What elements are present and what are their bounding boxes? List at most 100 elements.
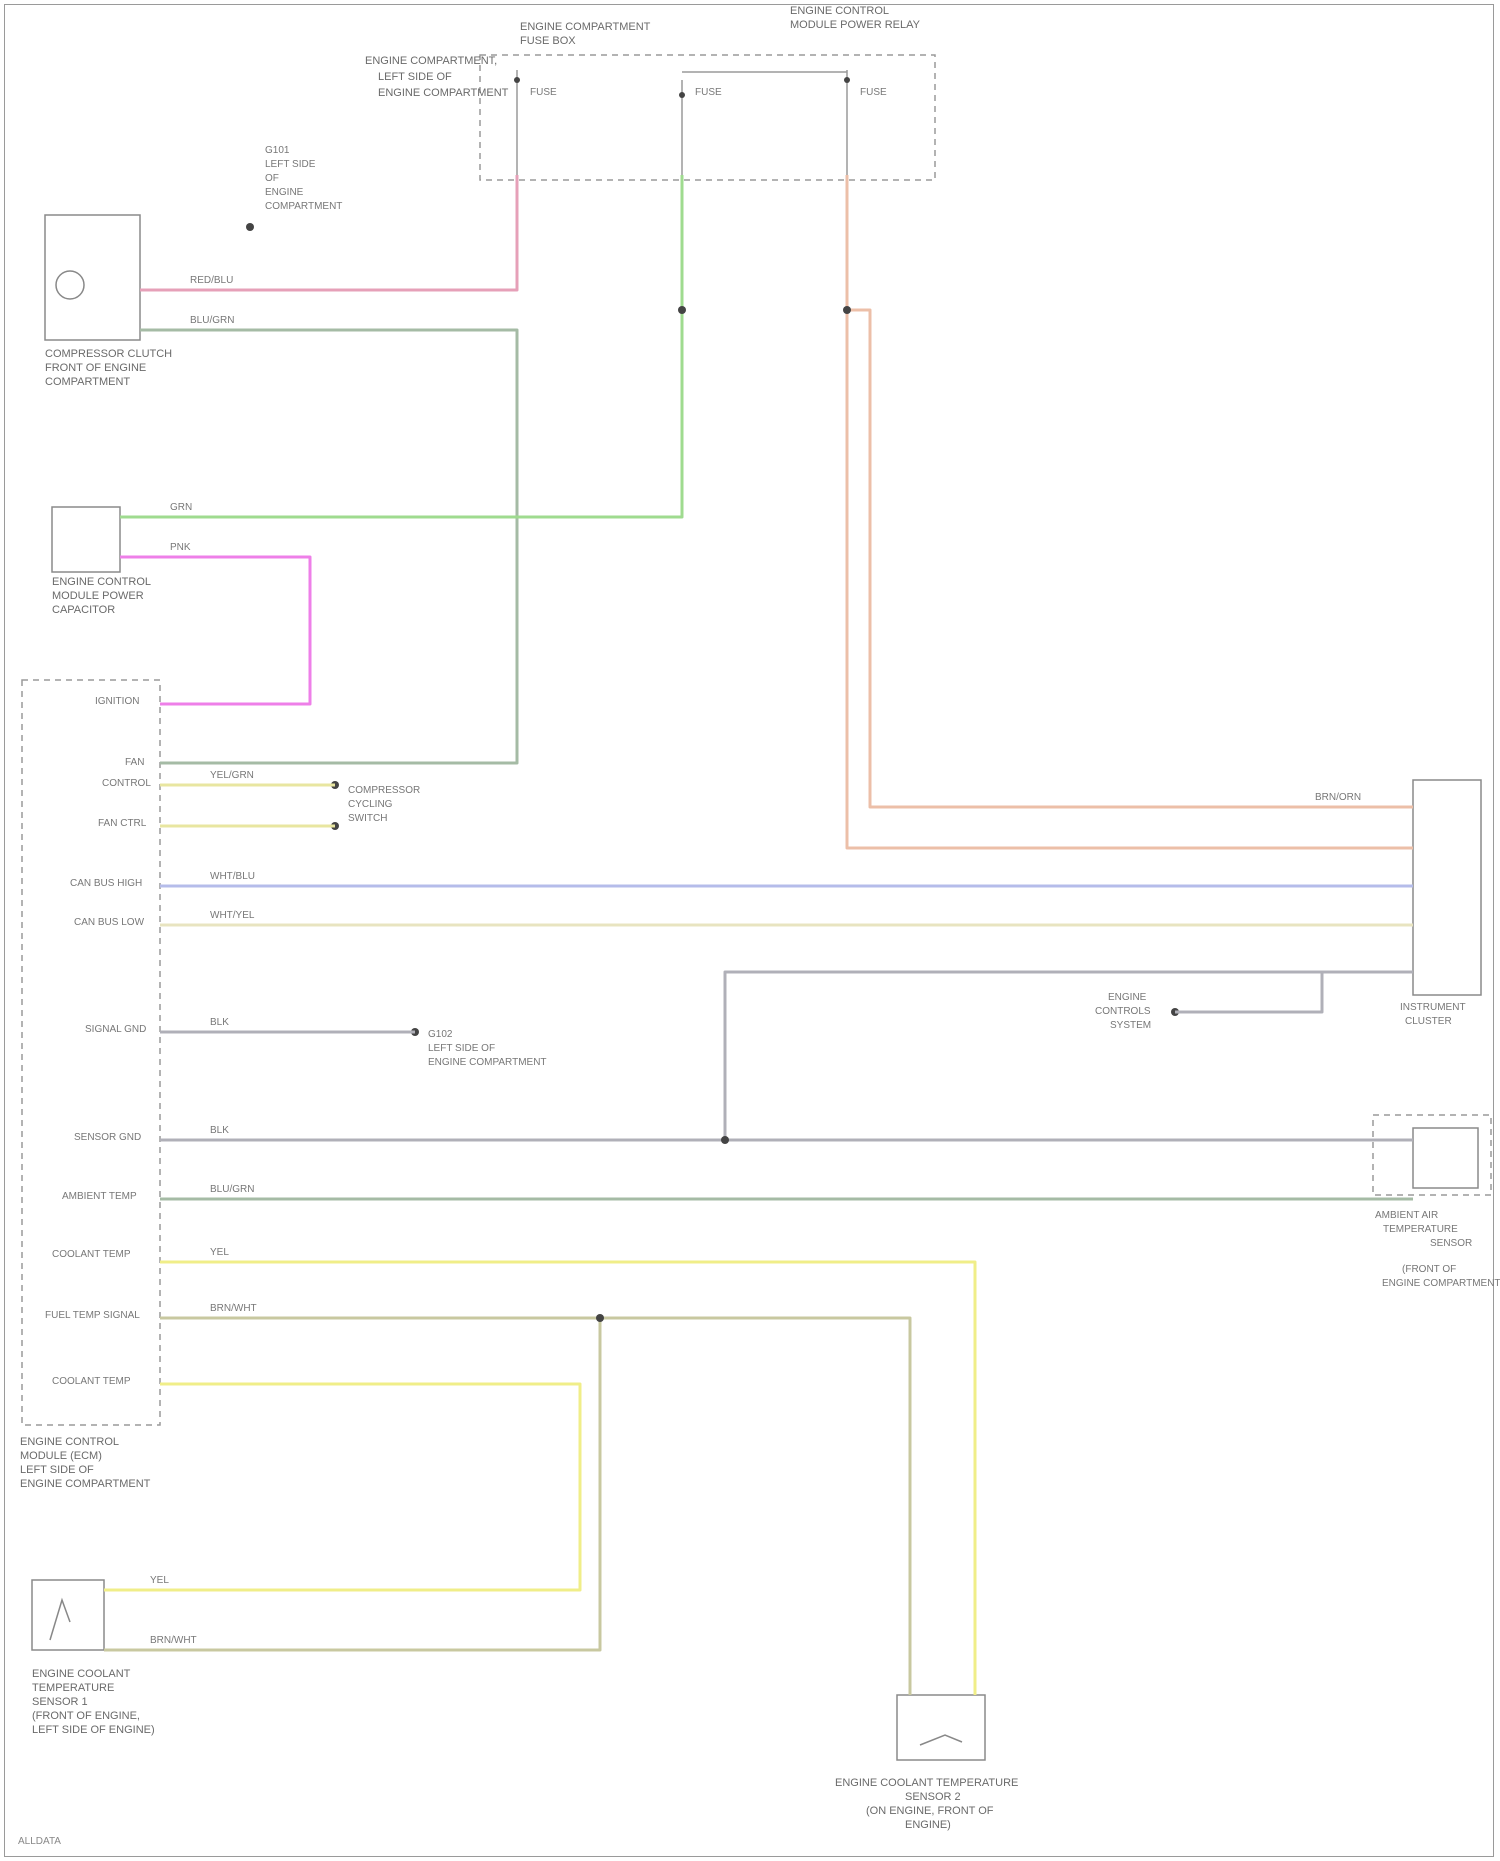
controls-label-2: CONTROLS <box>1095 1006 1151 1017</box>
ect-sensor-1: ENGINE COOLANT TEMPERATURE SENSOR 1 (FRO… <box>32 1580 155 1736</box>
compressor-label-2: FRONT OF ENGINE <box>45 362 146 374</box>
ecm-pin-can-high: CAN BUS HIGH <box>70 878 142 889</box>
wire-coolant-temp-2[interactable] <box>104 1384 580 1590</box>
ecm-pin-control: CONTROL <box>102 778 151 789</box>
ecm-label-2: MODULE (ECM) <box>20 1450 102 1462</box>
wire-orange-1[interactable] <box>847 175 1413 807</box>
wire-gray-controls[interactable] <box>1175 972 1322 1012</box>
wire-label-yellow-bright: YEL <box>210 1247 229 1258</box>
controls-label-3: SYSTEM <box>1110 1020 1151 1031</box>
wire-label-gray: BLK <box>210 1017 229 1028</box>
wire-orange-2[interactable] <box>847 310 1413 848</box>
fuse-internal-lines <box>517 70 847 175</box>
splice1-label-1: COMPRESSOR <box>348 785 420 796</box>
compressor-clutch: COMPRESSOR CLUTCH FRONT OF ENGINE COMPAR… <box>45 215 172 388</box>
wire-fuel-temp[interactable] <box>160 1318 910 1695</box>
engine-controls-system: ENGINE CONTROLS SYSTEM <box>1095 992 1179 1031</box>
ecm-pin-fuel-temp: FUEL TEMP SIGNAL <box>45 1310 140 1321</box>
cluster-box <box>1413 780 1481 995</box>
fuse-terminal-2 <box>679 92 685 98</box>
junctions <box>596 306 851 1322</box>
fuse-box-title-1: ENGINE COMPARTMENT <box>520 21 651 33</box>
wire-label-blue: WHT/BLU <box>210 871 255 882</box>
compressor-label-3: COMPARTMENT <box>45 376 130 388</box>
ect2-label-4: ENGINE) <box>905 1819 951 1831</box>
ect2-box <box>897 1695 985 1760</box>
relay-title-1: ENGINE CONTROL <box>790 5 889 17</box>
ecm-pin-sensor-gnd: SENSOR GND <box>74 1132 141 1143</box>
wire-label-olive: BRN/WHT <box>210 1303 257 1314</box>
fuse-box-outline <box>480 55 935 180</box>
wire-label-green: GRN <box>170 502 192 513</box>
ambient-box <box>1413 1128 1478 1188</box>
wire-coolant-temp-1[interactable] <box>160 1262 975 1695</box>
fuse-label-3: FUSE <box>860 87 887 98</box>
wire-pink[interactable] <box>140 175 517 290</box>
junction-orange <box>843 306 851 314</box>
ect-sensor-2: ENGINE COOLANT TEMPERATURE SENSOR 2 (ON … <box>835 1695 1018 1831</box>
ground-label-1: G101 <box>265 145 290 156</box>
engine-control-module: ENGINE CONTROL MODULE (ECM) LEFT SIDE OF… <box>20 680 160 1490</box>
wire-label-orange: BRN/ORN <box>1315 792 1361 803</box>
ect1-label-5: LEFT SIDE OF ENGINE) <box>32 1724 155 1736</box>
ground-label-5: COMPARTMENT <box>265 201 342 212</box>
ect1-label-4: (FRONT OF ENGINE, <box>32 1710 140 1722</box>
wires <box>104 175 1413 1695</box>
junction-green <box>678 306 686 314</box>
capacitor-label-3: CAPACITOR <box>52 604 115 616</box>
ground-label-2: LEFT SIDE <box>265 159 316 170</box>
ecm-pin-can-low: CAN BUS LOW <box>74 917 145 928</box>
instrument-cluster: INSTRUMENT CLUSTER <box>1400 780 1481 1027</box>
ground-label-3: OF <box>265 173 279 184</box>
cluster-label-2: CLUSTER <box>1405 1016 1452 1027</box>
relay-title-2: MODULE POWER RELAY <box>790 19 921 31</box>
ambient-label-4: (FRONT OF <box>1402 1264 1456 1275</box>
capacitor-label-1: ENGINE CONTROL <box>52 576 151 588</box>
ambient-label-3: SENSOR <box>1430 1238 1472 1249</box>
ground-g102: G102 LEFT SIDE OF ENGINE COMPARTMENT <box>411 1028 547 1068</box>
splice2-label-2: LEFT SIDE OF <box>428 1043 495 1054</box>
splice2-label-3: ENGINE COMPARTMENT <box>428 1057 547 1068</box>
ecm-label-4: ENGINE COMPARTMENT <box>20 1478 151 1490</box>
ect2-label-2: SENSOR 2 <box>905 1791 961 1803</box>
fuse-location-2: LEFT SIDE OF <box>378 71 452 83</box>
ecm-pin-ambient: AMBIENT TEMP <box>62 1191 137 1202</box>
fuse-box-title-2: FUSE BOX <box>520 35 576 47</box>
ect1-label-1: ENGINE COOLANT <box>32 1668 131 1680</box>
ambient-label-1: AMBIENT AIR <box>1375 1210 1438 1221</box>
wire-fuel-temp-branch[interactable] <box>104 1318 600 1650</box>
wire-label-pink: RED/BLU <box>190 275 233 286</box>
splice1-label-3: SWITCH <box>348 813 387 824</box>
ecm-pin-coolant-1: COOLANT TEMP <box>52 1249 131 1260</box>
compressor-cycling-switch: COMPRESSOR CYCLING SWITCH <box>331 781 420 830</box>
compressor-label-1: COMPRESSOR CLUTCH <box>45 348 172 360</box>
ambient-label-5: ENGINE COMPARTMENT) <box>1382 1278 1500 1289</box>
wire-label-yellow: YEL/GRN <box>210 770 254 781</box>
ecm-label-1: ENGINE CONTROL <box>20 1436 119 1448</box>
fuse-label-1: FUSE <box>530 87 557 98</box>
wire-gray-branch[interactable] <box>725 972 1413 1140</box>
ambient-label-2: TEMPERATURE <box>1383 1224 1458 1235</box>
ground-label-4: ENGINE <box>265 187 304 198</box>
capacitor-box <box>52 507 120 572</box>
splice1-label-2: CYCLING <box>348 799 393 810</box>
wire-label-tan: WHT/YEL <box>210 910 255 921</box>
fuse-terminal-1 <box>514 77 520 83</box>
wire-labels: RED/BLU BLU/GRN GRN PNK YEL/GRN WHT/BLU … <box>150 275 1361 1646</box>
wire-grey-green[interactable] <box>140 330 517 763</box>
splice2-label-1: G102 <box>428 1029 453 1040</box>
fuse-terminal-3 <box>844 77 850 83</box>
fuse-box: ENGINE COMPARTMENT FUSE BOX ENGINE CONTR… <box>365 5 935 180</box>
compressor-box <box>45 215 140 340</box>
ecm-power-capacitor: ENGINE CONTROL MODULE POWER CAPACITOR <box>52 507 151 616</box>
capacitor-label-2: MODULE POWER <box>52 590 144 602</box>
fuse-label-2: FUSE <box>695 87 722 98</box>
wire-label-magenta: PNK <box>170 542 191 553</box>
wire-green[interactable] <box>120 175 682 517</box>
ect2-label-3: (ON ENGINE, FRONT OF <box>866 1805 994 1817</box>
ecm-pin-ignition: IGNITION <box>95 696 139 707</box>
junction-gray <box>721 1136 729 1144</box>
junction-olive <box>596 1314 604 1322</box>
ecm-pin-signal-gnd: SIGNAL GND <box>85 1024 146 1035</box>
